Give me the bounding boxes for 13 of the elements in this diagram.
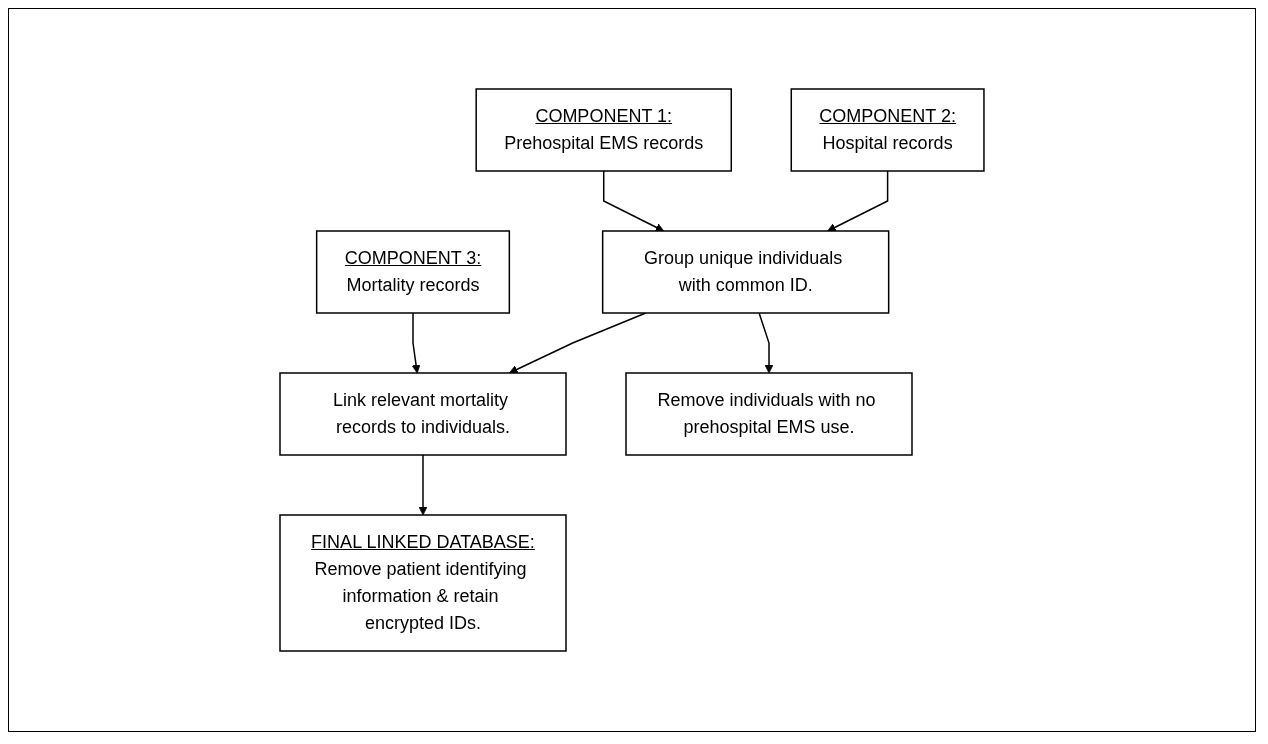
node-box: [279, 514, 567, 652]
node-box: [601, 230, 890, 314]
arrow: [418, 454, 428, 516]
diagram-frame: COMPONENT 1: Prehospital EMS records COMPONENT 2: Hospital records COMPONENT 3: Mortality records Group unique individuals with common ID. Link relevant mortality records to individuals. Remove individuals with no prehospital EMS use. FINAL LINKED DATABASE: Remove patient identifying information & retain encrypted IDs.: [8, 8, 1256, 732]
node-box: [625, 372, 913, 456]
arrow: [603, 170, 665, 232]
arrow: [758, 312, 774, 374]
node-box: [315, 230, 511, 314]
node-box: [475, 88, 733, 172]
node-box: [279, 372, 567, 456]
arrow: [827, 170, 889, 232]
node-box: [790, 88, 985, 172]
arrow: [411, 312, 421, 374]
